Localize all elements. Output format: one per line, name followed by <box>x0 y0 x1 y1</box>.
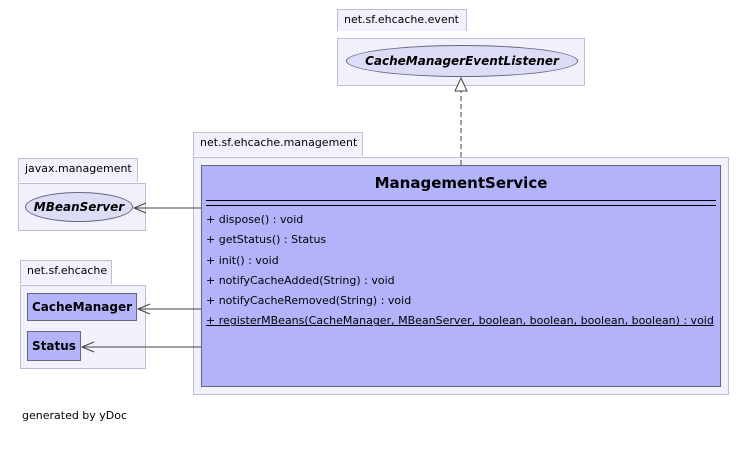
attributes-separator <box>206 200 716 201</box>
realization-arrowhead <box>454 76 468 92</box>
interface-name: CacheManagerEventListener <box>365 54 559 68</box>
operation-init[interactable]: + init() : void <box>206 253 279 267</box>
interface-mbean-server[interactable]: MBeanServer <box>25 192 133 222</box>
package-name: net.sf.ehcache.event <box>344 13 459 26</box>
class-cache-manager[interactable]: CacheManager <box>27 293 137 321</box>
package-tab-javax: javax.management <box>18 158 138 182</box>
operation-register-mbeans[interactable]: + registerMBeans(CacheManager, MBeanServ… <box>206 314 714 328</box>
class-name: Status <box>32 339 76 353</box>
dependency-arrowhead <box>80 341 95 353</box>
class-title: ManagementService <box>374 174 548 192</box>
package-tab-event: net.sf.ehcache.event <box>337 9 467 31</box>
footer-credit: generated by yDoc <box>22 409 128 422</box>
operation-notify-cache-added[interactable]: + notifyCacheAdded(String) : void <box>206 273 395 287</box>
class-management-service[interactable]: ManagementService + dispose() : void + g… <box>201 165 721 387</box>
interface-cache-manager-event-listener[interactable]: CacheManagerEventListener <box>346 45 578 77</box>
package-tab-management: net.sf.ehcache.management <box>193 132 363 156</box>
interface-name: MBeanServer <box>33 200 125 214</box>
package-tab-ehcache: net.sf.ehcache <box>20 260 112 284</box>
dependency-arrowhead <box>136 303 151 315</box>
dependency-arrowhead <box>132 202 147 214</box>
operations-list: + dispose() : void + getStatus() : Statu… <box>206 210 714 332</box>
operation-get-status[interactable]: + getStatus() : Status <box>206 233 327 247</box>
class-name: CacheManager <box>31 300 133 314</box>
package-name: javax.management <box>25 162 132 175</box>
class-status[interactable]: Status <box>27 331 81 361</box>
operation-notify-cache-removed[interactable]: + notifyCacheRemoved(String) : void <box>206 294 412 308</box>
package-name: net.sf.ehcache.management <box>200 136 358 149</box>
operations-separator <box>206 205 716 206</box>
package-name: net.sf.ehcache <box>27 264 108 277</box>
operation-dispose[interactable]: + dispose() : void <box>206 213 304 226</box>
